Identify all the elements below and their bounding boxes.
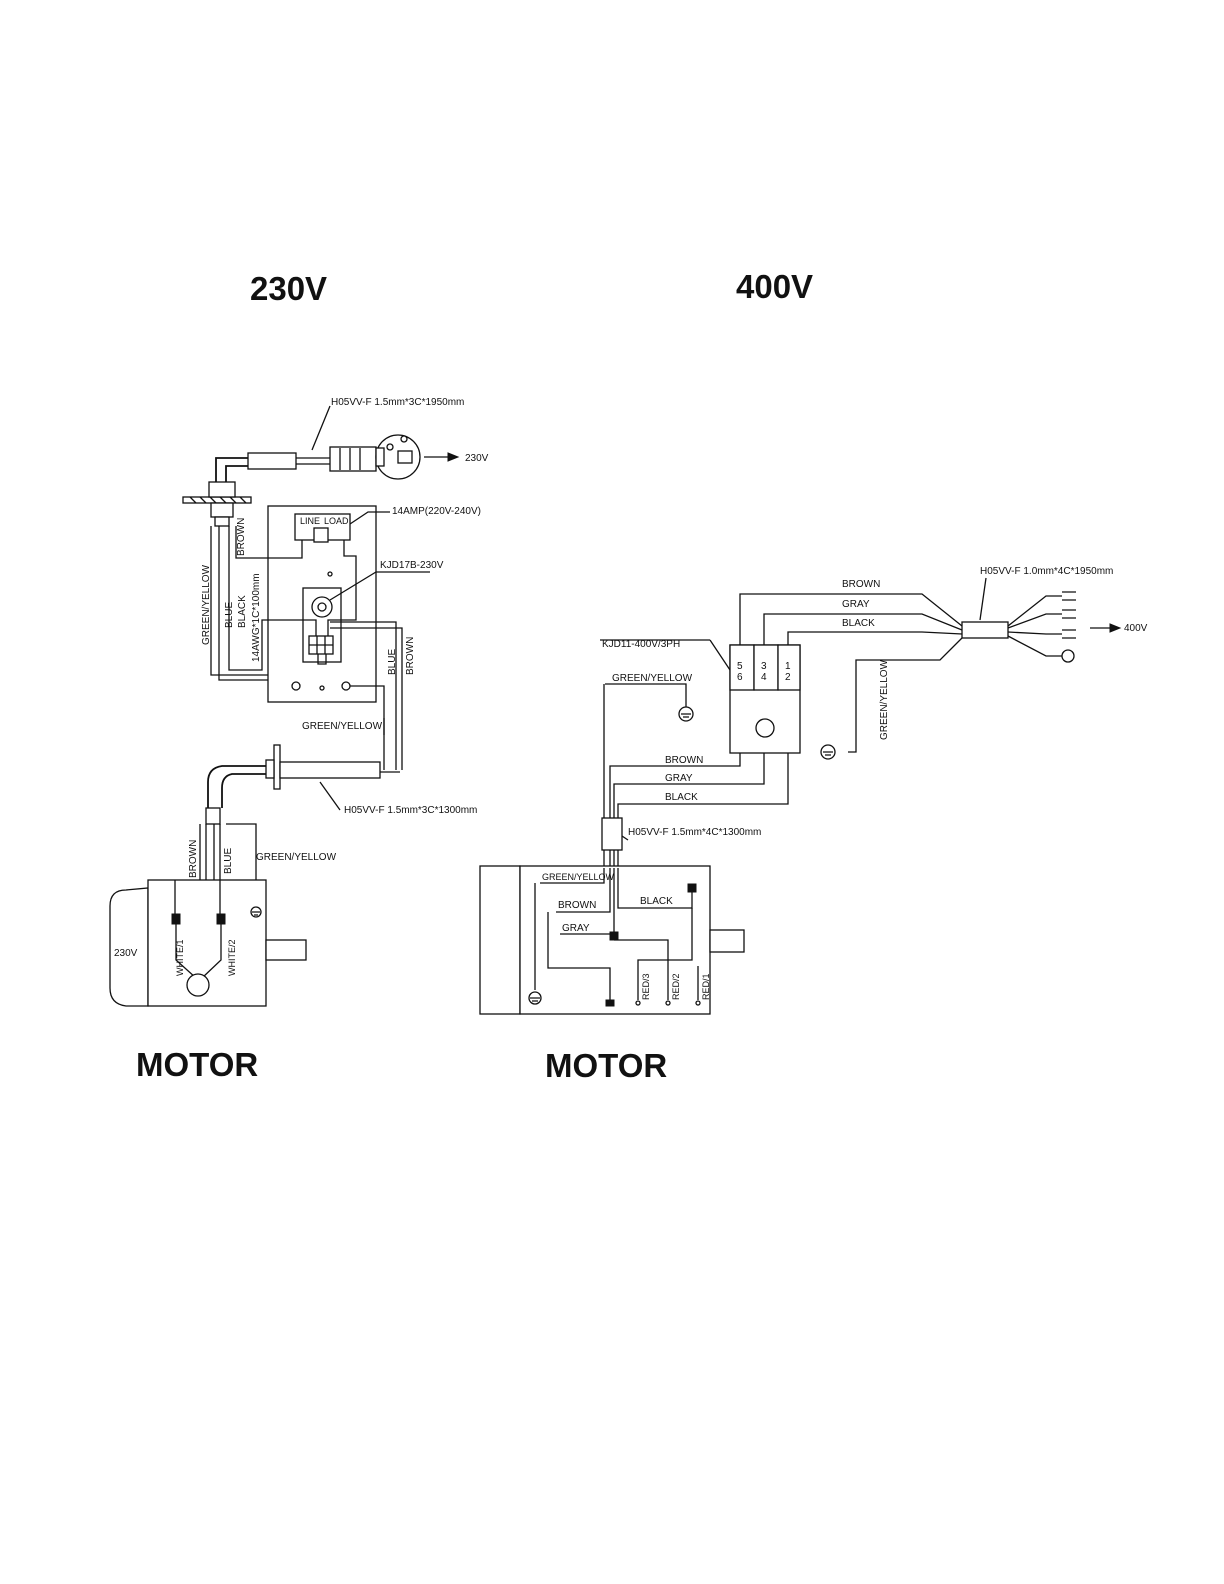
switch-kjd11: 5 6 3 4 1 2 KJD11-400V/3PH	[600, 639, 801, 754]
wire-green-yellow-label-230v-motor: GREEN/YELLOW	[256, 852, 337, 863]
wire-green-yellow-label-230v-2: GREEN/YELLOW	[302, 721, 383, 732]
wiring-230v-internal	[210, 526, 403, 770]
wire-gray-label-400v-motor: GRAY	[665, 773, 693, 784]
supply-cord-230v: H05VV-F 1.5mm*3C*1950mm	[215, 397, 464, 483]
supply-wires-400v: H05VV-F 1.0mm*4C*1950mm BROWN GRAY BLACK…	[739, 566, 1113, 760]
supply-cord-label-400v: H05VV-F 1.0mm*4C*1950mm	[980, 566, 1113, 577]
wire-green-yellow-label-230v: GREEN/YELLOW	[201, 564, 212, 645]
motor-label-right: MOTOR	[545, 1047, 667, 1084]
motor-label-left: MOTOR	[136, 1046, 258, 1083]
motor-cord-label-230v: H05VV-F 1.5mm*3C*1300mm	[344, 805, 477, 816]
supply-cord-label: H05VV-F 1.5mm*3C*1950mm	[331, 397, 464, 408]
motor-voltage-label: 230V	[114, 948, 138, 959]
motor-400v: GREEN/YELLOW BROWN GRAY BLACK RED/3 RED/…	[479, 865, 745, 1015]
breaker-load-label: LOAD	[324, 516, 349, 526]
motor-red3-label: RED/3	[641, 973, 651, 1000]
terminal-5: 5	[737, 661, 743, 672]
motor-red2-label: RED/2	[671, 973, 681, 1000]
motor-white1-label: WHITE/1	[175, 939, 185, 976]
supply-connectors-400v: 400V	[1007, 591, 1148, 663]
wire-brown-label-400v-motor: BROWN	[665, 755, 703, 766]
motor-cord-label-400v: H05VV-F 1.5mm*4C*1300mm	[628, 827, 761, 838]
motor-red1-label: RED/1	[701, 973, 711, 1000]
wire-black-label-400v-inside: BLACK	[640, 896, 673, 907]
title-400v: 400V	[736, 268, 813, 305]
wire-internal-label-230v: 14AWG*1C*100mm	[251, 573, 262, 662]
supply-voltage-label-400v: 400V	[1124, 623, 1148, 634]
motor-white2-label: WHITE/2	[227, 939, 237, 976]
wiring-230v-motor	[199, 823, 257, 906]
wiring-400v-motor: H05VV-F 1.5mm*4C*1300mm BROWN GRAY BLACK	[601, 684, 789, 868]
diagram-400v: H05VV-F 1.0mm*4C*1950mm BROWN GRAY BLACK…	[479, 566, 1148, 1015]
wire-gray-label-400v: GRAY	[842, 599, 870, 610]
terminal-6: 6	[737, 672, 743, 683]
breaker-line-label: LINE	[300, 516, 320, 526]
wire-brown-label-400v: BROWN	[842, 579, 880, 590]
motor-cord-230v: H05VV-F 1.5mm*3C*1300mm	[205, 744, 477, 825]
strain-relief-top	[182, 481, 252, 527]
terminal-4: 4	[761, 672, 767, 683]
wire-blue-label-230v-motor: BLUE	[223, 848, 234, 874]
wire-blue-label-230v: BLUE	[224, 602, 235, 628]
wire-brown-label-230v-motor: BROWN	[188, 840, 199, 878]
wire-green-yellow-label-400v-motor: GREEN/YELLOW	[542, 872, 615, 882]
terminal-3: 3	[761, 661, 767, 672]
diagram-230v: H05VV-F 1.5mm*3C*1950mm 230V LIN	[109, 397, 489, 1007]
wire-black-label-400v-motor: BLACK	[665, 792, 698, 803]
switch-kjd17b: KJD17B-230V	[291, 560, 444, 691]
plug-230v: 230V	[375, 434, 489, 480]
terminal-2: 2	[785, 672, 791, 683]
switch-label-400v: KJD11-400V/3PH	[602, 639, 680, 650]
motor-230v: 230V WHITE/1 WHITE/2	[109, 879, 307, 1007]
wire-blue-label-230v-2: BLUE	[387, 649, 398, 675]
wire-brown-label-400v-inside: BROWN	[558, 900, 596, 911]
wire-brown-label-230v: BROWN	[236, 518, 247, 556]
switch-label-230v: KJD17B-230V	[380, 560, 444, 571]
wire-green-yellow-label-400v-switch: GREEN/YELLOW	[612, 673, 693, 684]
wire-black-label-230v: BLACK	[237, 595, 248, 628]
wire-gray-label-400v-inside: GRAY	[562, 923, 590, 934]
supply-voltage-label: 230V	[465, 453, 489, 464]
breaker-230v: LINE LOAD 14AMP(220V-240V)	[294, 506, 481, 546]
wire-black-label-400v: BLACK	[842, 618, 875, 629]
breaker-label: 14AMP(220V-240V)	[392, 506, 481, 517]
wire-brown-label-230v-2: BROWN	[405, 637, 416, 675]
terminal-1: 1	[785, 661, 791, 672]
title-230v: 230V	[250, 270, 327, 307]
wire-green-yellow-label-400v-supply: GREEN/YELLOW	[879, 659, 890, 740]
